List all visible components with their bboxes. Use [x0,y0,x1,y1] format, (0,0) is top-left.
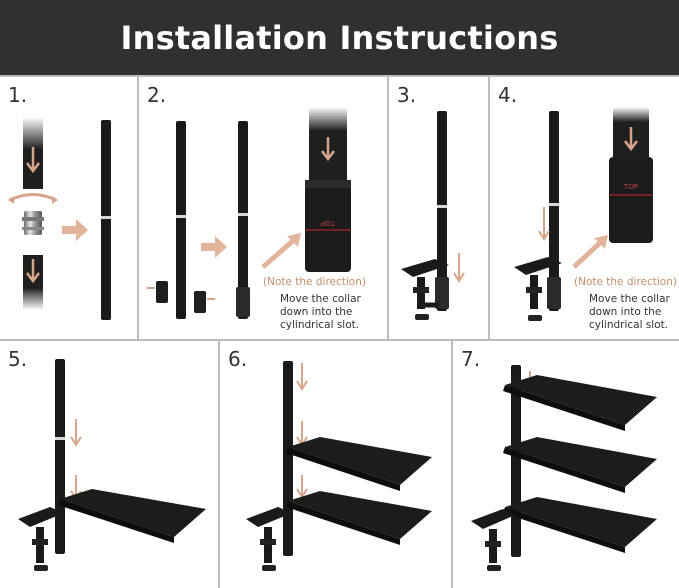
step-description: Move the collar down into the cylindrica… [589,293,670,331]
down-arrow-icon [538,207,550,241]
collar-label: TOP [321,219,336,227]
direction-note: (Note the direction) [263,276,366,288]
clamp-base [471,509,515,529]
step-6-panel: 6. [220,341,451,588]
header-bar: Installation Instructions [0,0,679,75]
step-number: 2. [147,83,167,107]
tray [60,489,206,537]
pole-a [176,121,186,319]
diagonal-arrow-icon [572,239,604,269]
right-arrow-icon [201,236,227,258]
tray-top [505,375,657,425]
down-arrow-icon [453,253,465,283]
divider-v-5 [451,340,453,588]
divider-v-1 [137,76,139,340]
step-1-illustration [8,117,111,320]
collar-half-left [156,281,168,303]
divider-v-2 [387,76,389,340]
step-number: 6. [228,347,248,371]
zoomed-collar [609,157,653,243]
pole [55,359,65,554]
page-title: Installation Instructions [120,18,559,57]
step-description: Move the collar down into the cylindrica… [280,293,361,331]
rotate-arrow-icon [9,193,57,202]
step-3-panel: 3. [389,77,488,339]
metal-connector [24,211,42,235]
step-number: 1. [8,83,28,107]
diagonal-arrow-icon [261,237,297,269]
divider-h-top [0,75,679,77]
step-2-illustration: TOP [147,107,351,319]
step-number: 7. [461,347,481,371]
down-arrow-icon [296,363,308,391]
step-1-panel: 1. [0,77,137,339]
divider-h-middle [0,339,679,341]
collar [435,277,449,309]
tray-upper [288,437,432,485]
down-arrow-icon [296,475,308,499]
step-7-illustration [471,365,657,571]
clamp-base [246,507,292,527]
collar [547,277,561,309]
down-arrow-icon [26,259,40,284]
pole-b [238,121,248,319]
step-4-panel: 4. TOP (Note the [490,77,679,339]
step-5-panel: 5. [0,341,218,588]
down-arrow-icon [26,147,40,174]
down-arrow-icon [296,421,308,447]
step-3-illustration [401,111,465,320]
tray-middle [505,437,657,487]
clamp-base [514,257,562,275]
step-5-illustration [18,359,206,571]
direction-note: (Note the direction) [574,276,677,288]
step-6-illustration [246,361,432,571]
down-arrow-icon [70,419,82,447]
step-4-illustration: TOP [514,107,653,321]
assembled-pole [101,120,111,320]
tray-lower [288,491,432,539]
step-2-panel: 2. [139,77,387,339]
step-number: 5. [8,347,28,371]
right-arrow-icon [62,219,88,241]
clamp-base [401,259,449,277]
step-number: 3. [397,83,417,107]
collar-half-right [194,291,206,313]
divider-v-4 [218,340,220,588]
zoomed-collar [305,180,351,272]
collar-assembled [236,287,250,317]
step-number: 4. [498,83,518,107]
collar-label: TOP [623,183,638,191]
clamp-base [18,507,64,527]
pole [283,361,293,556]
step-7-panel: 7. [453,341,679,588]
divider-v-3 [488,76,490,340]
tray-bottom [505,497,657,547]
